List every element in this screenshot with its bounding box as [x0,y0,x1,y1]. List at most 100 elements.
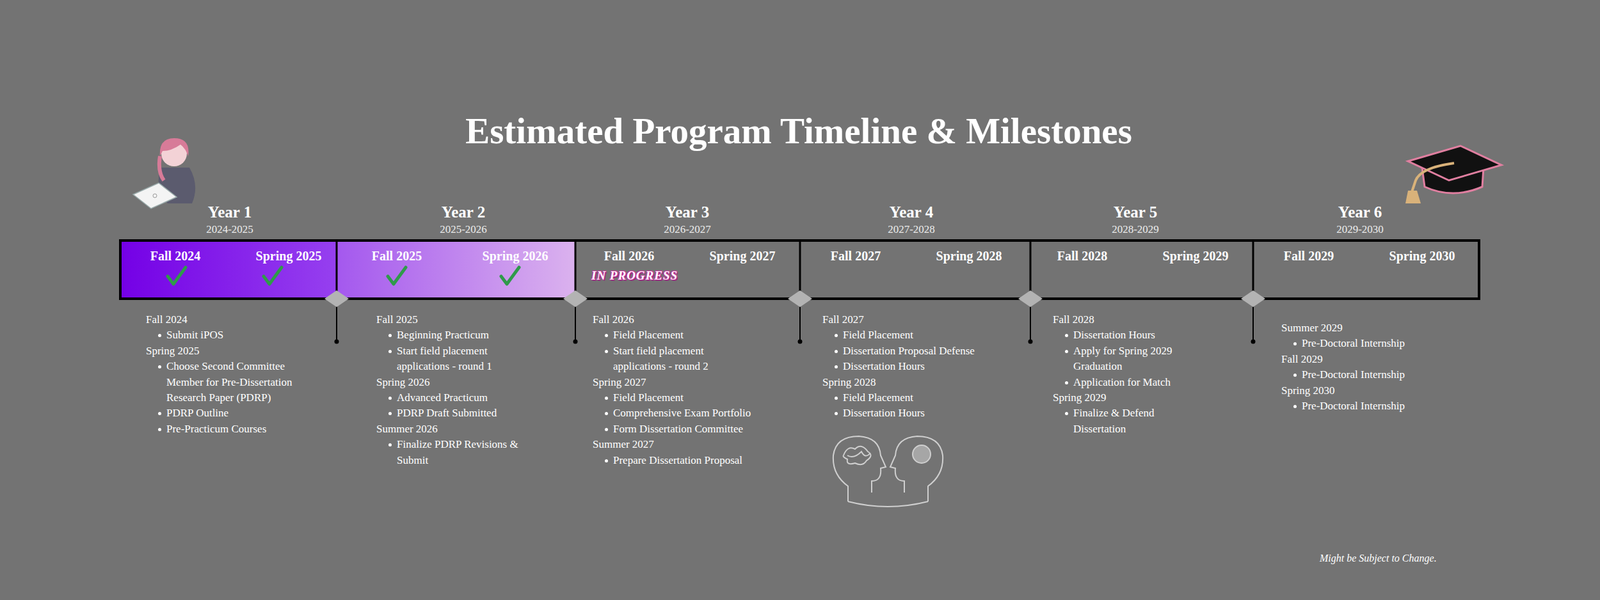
marker-dot [1028,339,1033,345]
heads-illustration [833,436,943,507]
marker-dot [798,339,803,345]
cap-board [1408,145,1502,181]
milestone-item: PDRP Outline [166,405,306,422]
milestone-item: Form Dissertation Committee [613,421,753,438]
year-heading: Year 3 [665,203,710,222]
milestone-item: Prepare Dissertation Proposal [613,453,753,469]
term-heading: Fall 2028 [1052,312,1095,328]
semester-cell: Spring 2028 [936,248,1003,264]
year-range: 2026-2027 [663,222,712,237]
checkmarks [167,267,520,285]
head-outline [890,436,943,502]
semester-cell: Fall 2027 [830,248,881,264]
milestone-item: Dissertation Proposal Defense [842,343,1008,360]
milestone-diamond [787,290,813,308]
tassel [1405,190,1421,204]
semester-cell: Fall 2029 [1283,248,1334,264]
milestone-diamond [324,290,349,308]
bullet-dot [388,350,392,354]
bullet-dot [1064,334,1069,338]
student-hair [160,138,189,157]
year-segment: Year 62029-2030Fall 2029Spring 2030 [1253,203,1480,299]
checkmark [263,267,282,285]
term-heading: Fall 2024 [145,312,188,328]
term-heading: Spring 2030 [1281,383,1336,399]
divider [1252,240,1255,299]
milestone-item: Beginning Practicum [396,327,537,344]
bullet-dot [1293,405,1297,409]
bullet-dot [1064,412,1069,416]
marker-line [799,305,801,342]
semester-label: Fall 2025 [371,248,422,264]
year1-fill [120,240,337,299]
milestone-item: Finalize & Defend Dissertation [1073,405,1191,438]
bullet-dot [1293,342,1297,346]
semester-cell: Spring 2027 [709,248,776,264]
term-heading: Spring 2026 [376,375,431,391]
bullet-dot [604,334,608,338]
laptop-logo [152,193,157,198]
checkmark [167,267,186,285]
semester-label: Spring 2025 [256,248,322,264]
semester-label: Spring 2029 [1162,248,1229,264]
bullet-dot [388,443,392,447]
year-range: 2029-2030 [1336,222,1384,237]
divider [574,240,577,299]
semester-cell: Spring 2026 [482,248,549,264]
term-heading: Spring 2027 [592,375,647,391]
year-dividers [336,240,1254,299]
year-range: 2027-2028 [887,222,936,237]
milestone-diamond [1240,290,1266,308]
bullet-dot [834,396,838,400]
milestone-item: Dissertation Hours [842,359,1008,375]
semester-label: Fall 2028 [1057,248,1108,264]
bullet-dot [1293,373,1297,377]
divider [336,240,338,299]
heads-link [848,501,928,507]
student-illustration [133,138,196,209]
semester-label: Spring 2028 [936,248,1003,264]
semester-cell: Spring 2030 [1389,248,1456,264]
semester-label: Fall 2027 [830,248,881,264]
milestone-diamond [563,290,588,308]
semester-cell: Fall 2028 [1057,248,1108,264]
year-heading: Year 5 [1113,203,1158,222]
semester-cell: Fall 2024 [150,248,201,264]
term-heading: Fall 2025 [376,312,418,328]
milestone-item: Pre-Doctoral Internship [1301,336,1467,352]
bullet-dot [388,334,392,338]
milestone-diamond [1018,290,1043,308]
term-heading: Summer 2026 [376,421,438,438]
year-segment: Year 42027-2028Fall 2027Spring 2028 [800,203,1031,299]
milestone-item: Application for Match [1073,375,1191,391]
divider [799,240,802,299]
milestone-item: Comprehensive Exam Portfolio [613,405,753,422]
bullet-dot [388,412,392,416]
marker-line [574,305,576,342]
marker-line [336,305,338,342]
bullet-dot [834,365,838,369]
bullet-dot [158,365,162,369]
bullet-dot [834,334,838,338]
milestone-item: Field Placement [842,327,1008,344]
year-segment: Year 32026-2027Fall 2026 Spring 2027 [575,203,800,299]
semester-label: Fall 2024 [150,248,201,264]
marker-dot [1251,339,1256,345]
bullet-dot [158,412,162,416]
semester-cell: Spring 2025 [256,248,322,264]
term-heading: Spring 2025 [145,343,200,360]
semester-cell: Fall 2026 [604,248,655,264]
term-heading: Fall 2027 [822,312,864,328]
page-title: Estimated Program Timeline & Milestones [465,110,1133,152]
milestone-item: PDRP Draft Submitted [396,405,537,422]
divider [1029,240,1032,299]
marker-line [1029,305,1032,342]
tassel-cord [1411,163,1455,192]
checkmark [387,267,406,285]
milestone-markers [324,290,1266,345]
semester-label: Fall 2026 [604,248,655,264]
milestone-item: Apply for Spring 2029 Graduation [1073,343,1191,376]
milestone-item: Start field placement applications - rou… [613,343,753,376]
checkmark [501,267,520,285]
bullet-dot [604,412,608,416]
